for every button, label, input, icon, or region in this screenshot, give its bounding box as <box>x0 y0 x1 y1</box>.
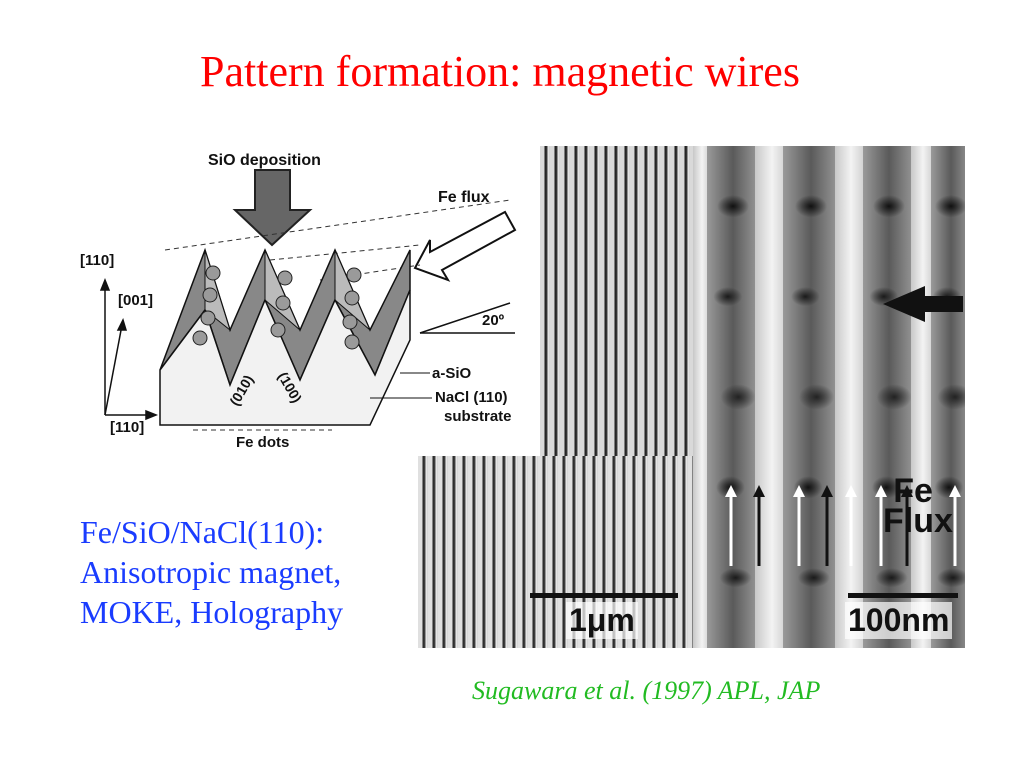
citation: Sugawara et al. (1997) APL, JAP <box>472 676 821 705</box>
axis-001-label: [001] <box>118 292 153 309</box>
scale-label-100nm: 100nm <box>845 602 953 639</box>
body-text: Fe/SiO/NaCl(110): Anisotropic magnet, MO… <box>80 512 420 632</box>
body-line-3: MOKE, Holography <box>80 594 344 630</box>
axis-110-top-label: [110] <box>80 252 114 269</box>
scale-bar-1um <box>530 593 678 598</box>
deposition-label: SiO deposition <box>208 152 321 169</box>
body-line-1: Fe/SiO/NaCl(110): <box>80 514 325 550</box>
axis-110-bottom-label: [110] <box>110 419 144 436</box>
scale-bar-100nm <box>848 593 958 598</box>
fe-flux-label: Fe flux <box>438 189 490 206</box>
tem-micrograph-low-mag: 1μm <box>418 146 693 648</box>
deposition-arrow-icon <box>232 169 313 247</box>
ridge-schematic-diagram: SiO deposition Fe flux 20º [110] [001] [… <box>80 152 517 451</box>
substrate-label-1: NaCl (110) <box>435 389 508 406</box>
magnetization-arrows <box>725 485 961 566</box>
tem-micrograph-high-mag: Fe Flux 100nm <box>693 146 965 648</box>
fe-flux-arrow-icon <box>413 210 517 282</box>
fe-flux-arrow-icon <box>883 286 963 322</box>
angle-label: 20º <box>482 312 505 329</box>
body-line-2: Anisotropic magnet, <box>80 554 342 590</box>
substrate-label-2: substrate <box>444 408 512 425</box>
slide-title: Pattern formation: magnetic wires <box>200 47 800 96</box>
fe-flux-text: Fe Flux <box>883 472 953 540</box>
sio-label: a-SiO <box>432 365 472 382</box>
fe-dots <box>192 265 362 350</box>
scale-label-1um: 1μm <box>566 602 638 639</box>
fe-dots-label: Fe dots <box>236 434 289 451</box>
